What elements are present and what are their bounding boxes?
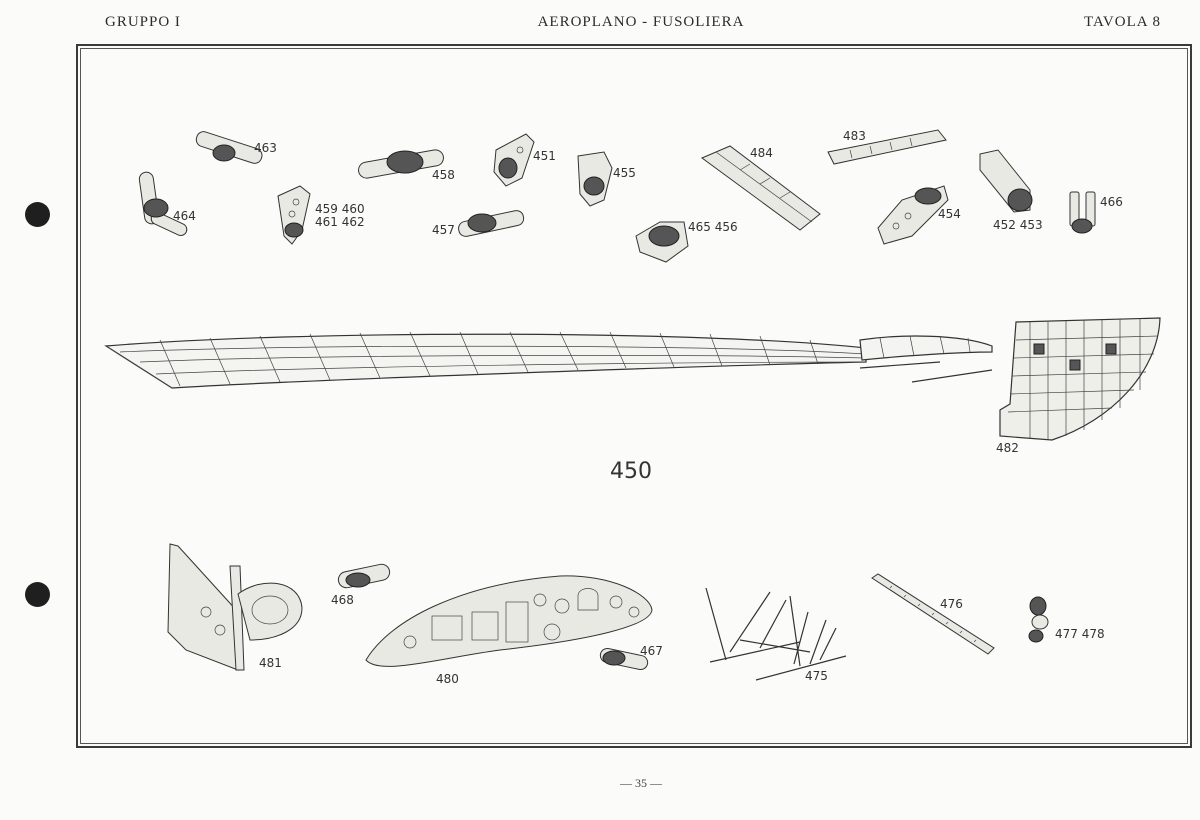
label-459-460: 459 460 — [315, 202, 365, 216]
part-475-tube-frame — [705, 587, 847, 681]
part-457 — [458, 210, 525, 237]
part-459-462 — [277, 185, 311, 245]
part-454 — [877, 185, 949, 245]
binder-hole-top — [25, 202, 50, 227]
part-480-instrument-panel — [365, 575, 653, 667]
part-467 — [599, 647, 649, 671]
label-454: 454 — [938, 207, 961, 221]
part-481 — [167, 543, 303, 671]
label-455: 455 — [613, 166, 636, 180]
label-475: 475 — [805, 669, 828, 683]
label-484: 484 — [750, 146, 773, 160]
part-468 — [337, 563, 391, 589]
part-476-tube — [871, 573, 995, 655]
illustration-frame — [76, 44, 1192, 748]
part-483 — [827, 129, 947, 165]
label-463: 463 — [254, 141, 277, 155]
label-457: 457 — [432, 223, 455, 237]
plate-number: TAVOLA 8 — [1084, 14, 1161, 30]
part-477-478 — [1028, 596, 1049, 643]
part-452-453 — [979, 149, 1033, 213]
group-title: GRUPPO I — [105, 14, 181, 30]
part-455 — [577, 151, 613, 207]
label-466: 466 — [1100, 195, 1123, 209]
label-482: 482 — [996, 441, 1019, 455]
part-482-bulkhead — [999, 317, 1161, 441]
part-466 — [1069, 191, 1096, 234]
label-468: 468 — [331, 593, 354, 607]
label-476: 476 — [940, 597, 963, 611]
label-465-456: 465 456 — [688, 220, 738, 234]
label-450: 450 — [610, 459, 652, 484]
part-465-456 — [635, 221, 689, 263]
page-number: — 35 — — [620, 776, 662, 790]
label-483: 483 — [843, 129, 866, 143]
label-477-478: 477 478 — [1055, 627, 1105, 641]
label-451: 451 — [533, 149, 556, 163]
part-451 — [493, 133, 535, 187]
label-458: 458 — [432, 168, 455, 182]
part-484 — [700, 145, 821, 231]
binder-hole-bottom — [25, 582, 50, 607]
section-title: AEROPLANO - FUSOLIERA — [537, 14, 745, 30]
part-464 — [138, 171, 188, 236]
part-463 — [195, 131, 263, 164]
part-450-fuselage-frame — [104, 331, 993, 389]
part-458 — [358, 149, 444, 179]
label-480: 480 — [436, 672, 459, 686]
label-464: 464 — [173, 209, 196, 223]
label-452-453: 452 453 — [993, 218, 1043, 232]
label-467: 467 — [640, 644, 663, 658]
label-461-462: 461 462 — [315, 215, 365, 229]
label-481: 481 — [259, 656, 282, 670]
